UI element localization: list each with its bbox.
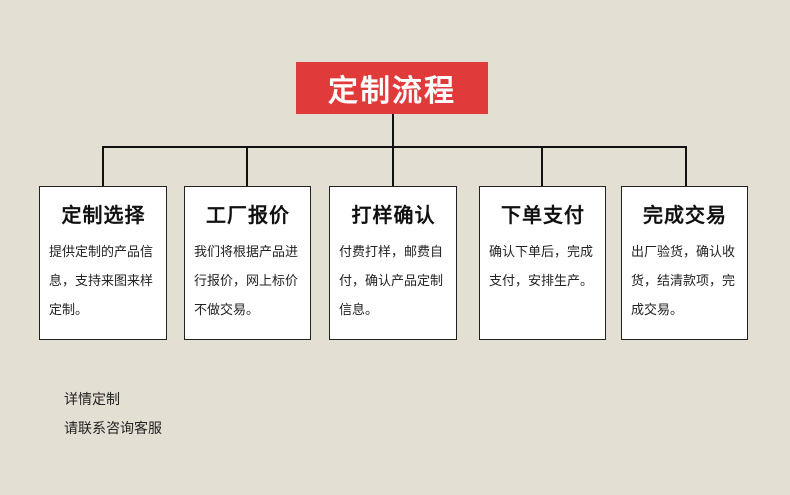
flow-title: 定制流程: [296, 62, 488, 114]
step-box-4: 下单支付 确认下单后，完成支付，安排生产。: [479, 186, 606, 340]
branch-line-2: [246, 146, 248, 186]
contact-note: 详情定制 请联系咨询客服: [64, 386, 162, 444]
step-box-3: 打样确认 付费打样，邮费自付，确认产品定制信息。: [329, 186, 457, 340]
title-stem-line: [392, 114, 394, 147]
step-box-5: 完成交易 出厂验货，确认收货，结清款项，完成交易。: [621, 186, 748, 340]
step-title: 下单支付: [501, 203, 585, 227]
step-description: 确认下单后，完成支付，安排生产。: [489, 245, 594, 289]
branch-line-4: [541, 146, 543, 186]
step-title: 完成交易: [643, 203, 727, 227]
flow-title-text: 定制流程: [328, 74, 456, 109]
step-description: 我们将根据产品进行报价，网上标价不做交易。: [194, 245, 299, 318]
step-title: 工厂报价: [206, 203, 290, 227]
branch-line-5: [685, 146, 687, 186]
step-description: 付费打样，邮费自付，确认产品定制信息。: [339, 245, 444, 318]
step-description: 提供定制的产品信息，支持来图来样定制。: [49, 245, 154, 318]
horizontal-connector: [102, 146, 687, 148]
footer-line-contact: 请联系咨询客服: [64, 421, 162, 437]
step-title: 定制选择: [61, 203, 146, 227]
step-box-1: 定制选择 提供定制的产品信息，支持来图来样定制。: [39, 186, 167, 340]
step-title: 打样确认: [351, 203, 436, 227]
branch-line-3: [392, 146, 394, 186]
branch-line-1: [102, 146, 104, 186]
step-box-2: 工厂报价 我们将根据产品进行报价，网上标价不做交易。: [184, 186, 311, 340]
step-description: 出厂验货，确认收货，结清款项，完成交易。: [631, 245, 736, 318]
footer-line-details: 详情定制: [64, 392, 120, 408]
